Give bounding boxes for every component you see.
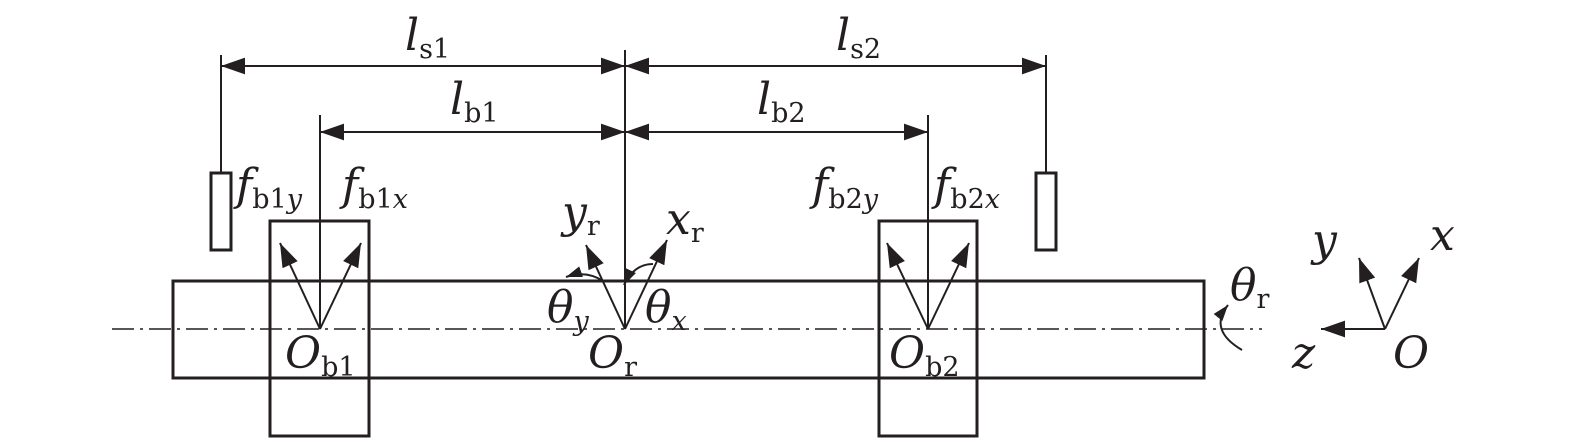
label-lb2-main: l xyxy=(757,74,771,125)
theta-x-arc-icon xyxy=(623,263,654,286)
label-lb1: lb1 xyxy=(450,74,499,129)
theta-y-arc-icon xyxy=(565,266,604,282)
label-Or: Or xyxy=(588,328,637,383)
rotor-axis-yr xyxy=(585,244,626,330)
label-fb1x-subital: x xyxy=(393,184,408,215)
label-theta-r-main: θ xyxy=(1230,260,1257,311)
label-theta-r: θr xyxy=(1230,260,1270,315)
label-theta-x: θx xyxy=(645,282,687,337)
label-fb1y-subital: y xyxy=(286,184,303,215)
label-fb2y-sub: b2 xyxy=(828,184,862,215)
label-Ob2-sub: b2 xyxy=(925,352,959,383)
label-yr-sub: r xyxy=(587,211,600,242)
label-ls1: ls1 xyxy=(405,10,450,65)
label-fb1x: fb1x xyxy=(339,160,408,215)
global-axis-x xyxy=(1384,257,1420,330)
label-yr: yr xyxy=(560,187,600,242)
label-axis-y: y xyxy=(1310,215,1338,266)
label-xr-sub: r xyxy=(691,218,704,249)
label-xr-main: x xyxy=(666,194,691,245)
label-fb1x-sub: b1 xyxy=(358,184,392,215)
label-Or-sub: r xyxy=(624,352,637,383)
force-arrow-fb1y xyxy=(279,242,321,330)
label-ls1-sub: s1 xyxy=(419,34,450,65)
label-theta-r-sub: r xyxy=(1257,284,1270,315)
label-fb2x: fb2x xyxy=(931,160,1000,215)
label-ls2-main: l xyxy=(836,10,850,61)
label-Ob1-main: O xyxy=(285,328,321,379)
force-arrow-fb2y xyxy=(886,242,929,330)
label-theta-x-main: θ xyxy=(645,282,672,333)
label-lb2-sub: b2 xyxy=(771,98,805,129)
label-theta-y-sub: y xyxy=(573,306,590,337)
label-theta-y-main: θ xyxy=(547,282,574,333)
label-theta-y: θy xyxy=(547,282,590,337)
label-fb2x-sub: b2 xyxy=(950,184,984,215)
label-theta-x-sub: x xyxy=(672,306,687,337)
theta-r-arc-icon xyxy=(1213,304,1243,351)
label-axis-x: x xyxy=(1430,210,1455,261)
label-xr: xr xyxy=(666,194,704,249)
label-fb2y-subital: y xyxy=(862,184,879,215)
label-Or-main: O xyxy=(588,328,624,379)
label-Ob1-sub: b1 xyxy=(321,352,355,383)
label-ls1-main: l xyxy=(405,10,419,61)
label-ls2: ls2 xyxy=(836,10,881,65)
sensor-1 xyxy=(209,171,233,252)
label-fb2y: fb2y xyxy=(809,160,879,215)
label-Ob2: Ob2 xyxy=(889,328,960,383)
label-axis-O: O xyxy=(1393,328,1429,379)
label-lb1-main: l xyxy=(450,74,464,125)
label-ls2-sub: s2 xyxy=(850,34,881,65)
label-axis-z: z xyxy=(1291,328,1316,379)
label-lb1-sub: b1 xyxy=(464,98,498,129)
label-fb1y: fb1y xyxy=(233,160,303,215)
global-axis-y xyxy=(1358,257,1386,330)
force-arrow-fb2x xyxy=(927,242,970,330)
rotor-axis-xr xyxy=(624,239,668,330)
label-yr-main: y xyxy=(560,187,588,238)
label-Ob1: Ob1 xyxy=(285,328,356,383)
label-Ob2-main: O xyxy=(889,328,925,379)
sensor-2 xyxy=(1034,171,1058,252)
label-fb2x-subital: x xyxy=(985,184,1000,215)
force-arrow-fb1x xyxy=(319,242,362,330)
label-lb2: lb2 xyxy=(757,74,806,129)
label-fb1y-sub: b1 xyxy=(252,184,286,215)
